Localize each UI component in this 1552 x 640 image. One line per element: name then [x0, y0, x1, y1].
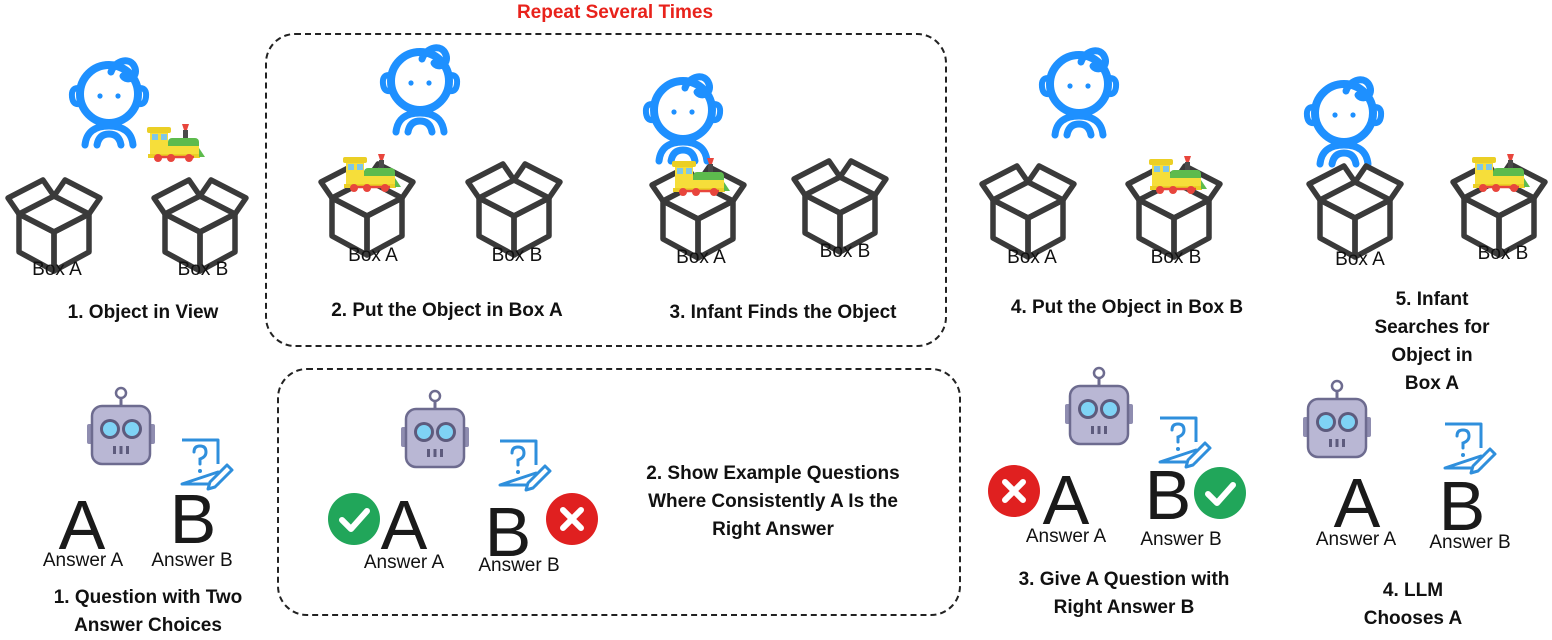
llm-step-title: 3. Give A Question with Right Answer B — [1018, 569, 1230, 618]
toy-train-icon — [1147, 154, 1209, 196]
choice-letter-b: B — [169, 480, 217, 558]
toy-train-icon — [1470, 152, 1532, 194]
answer-b-label: Answer B — [1140, 529, 1222, 550]
choice-letter-b: B — [1438, 467, 1486, 545]
robot-icon — [1063, 366, 1135, 446]
answer-a-label: Answer A — [363, 552, 445, 573]
llm-step-title: 4. LLM Chooses A — [1363, 580, 1463, 629]
robot-icon — [1301, 379, 1373, 459]
answer-b-label: Answer B — [478, 555, 560, 576]
infant-step-title: 5. Infant Searches for Object in Box A — [1374, 289, 1490, 394]
choice-letter-a: A — [380, 486, 428, 564]
open-box-icon — [154, 180, 246, 271]
infant-step-title: 1. Object in View — [67, 302, 219, 323]
box-a-label: Box A — [676, 247, 726, 268]
choice-letter-b: B — [484, 493, 532, 571]
question-note-icon — [1443, 422, 1497, 475]
repeat-label: Repeat Several Times — [516, 2, 714, 23]
choice-letter-a: A — [1042, 461, 1090, 539]
choice-letter-b: B — [1144, 456, 1192, 534]
llm-step-title: 2. Show Example Questions Where Consiste… — [646, 463, 900, 540]
infant-step-title: 4. Put the Object in Box B — [1010, 297, 1244, 318]
repeat-frame — [265, 33, 947, 347]
box-a-label: Box A — [32, 259, 82, 280]
examples-frame — [277, 368, 961, 616]
answer-b-label: Answer B — [1429, 532, 1511, 553]
cross-icon — [988, 465, 1040, 517]
choice-letter-a: A — [58, 486, 106, 564]
answer-b-label: Answer B — [151, 550, 233, 571]
check-icon — [1194, 467, 1246, 519]
open-box-icon — [1309, 166, 1401, 257]
open-box-icon — [982, 166, 1074, 257]
box-a-label: Box A — [1335, 249, 1385, 270]
box-a-label: Box A — [1007, 247, 1057, 268]
infant-icon — [1307, 80, 1381, 164]
infant-step-title: 2. Put the Object in Box A — [331, 300, 563, 321]
answer-a-label: Answer A — [1025, 526, 1107, 547]
box-b-label: Box B — [491, 245, 543, 266]
answer-a-label: Answer A — [42, 550, 124, 571]
box-b-label: Box B — [177, 259, 229, 280]
box-b-label: Box B — [1477, 243, 1529, 264]
box-b-label: Box B — [1150, 247, 1202, 268]
llm-step-title: 1. Question with Two Answer Choices — [53, 587, 243, 636]
infant-icon — [1042, 51, 1116, 135]
answer-a-label: Answer A — [1315, 529, 1397, 550]
choice-letter-a: A — [1333, 464, 1381, 542]
toy-train-icon — [145, 122, 207, 164]
box-a-label: Box A — [348, 245, 398, 266]
infant-icon — [72, 61, 146, 145]
box-b-label: Box B — [819, 241, 871, 262]
robot-icon — [85, 386, 157, 466]
open-box-icon — [8, 180, 100, 271]
infant-step-title: 3. Infant Finds the Object — [669, 302, 897, 323]
